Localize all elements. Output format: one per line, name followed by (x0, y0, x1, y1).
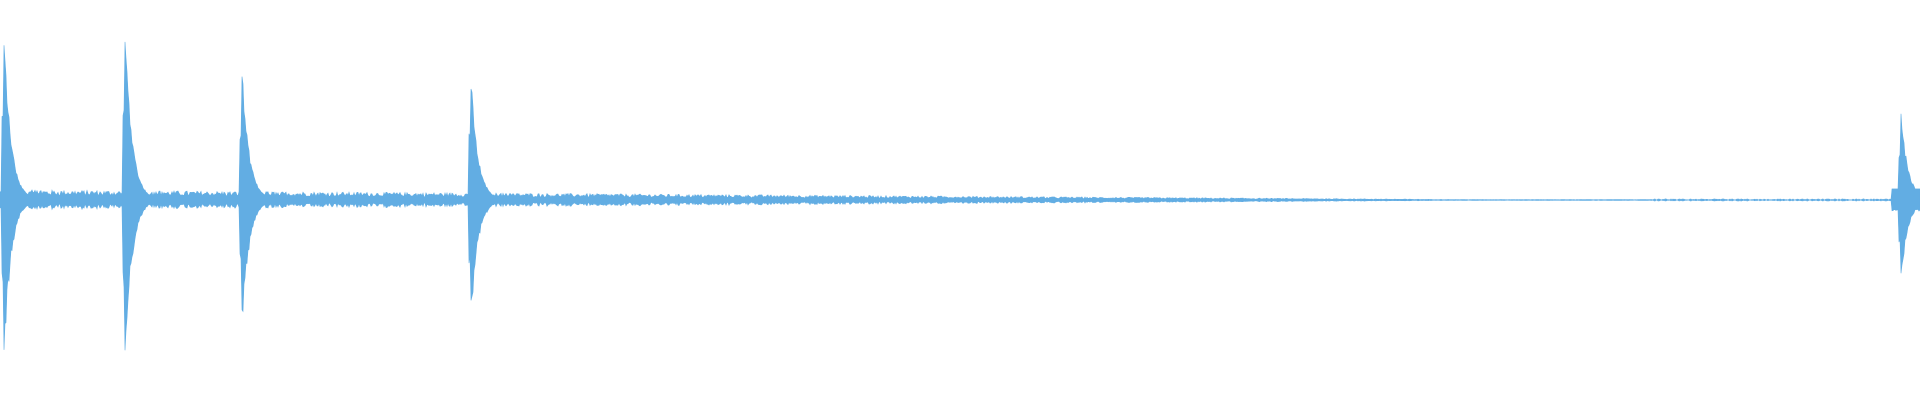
waveform-envelope (0, 41, 1920, 351)
